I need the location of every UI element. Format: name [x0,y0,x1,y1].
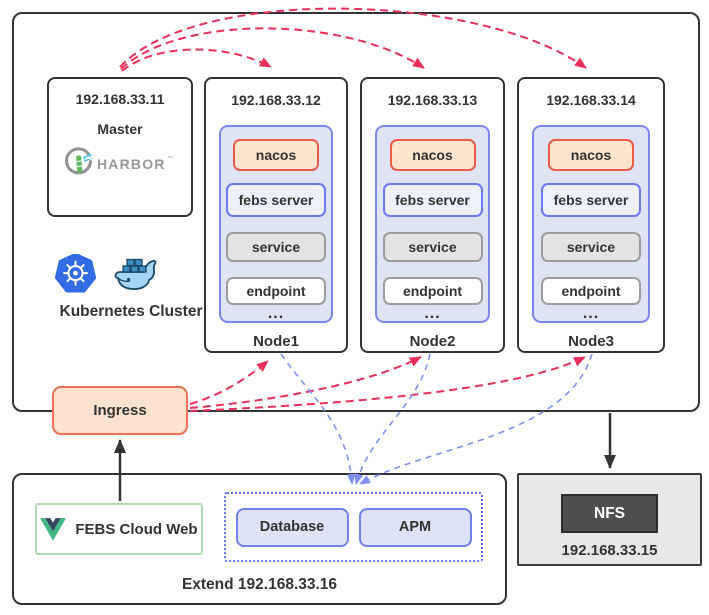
nfs-host-box: NFS 192.168.33.15 [517,473,702,566]
node-ip: 192.168.33.14 [546,92,636,108]
endpoint-box: endpoint [382,277,483,305]
nfs-ip: 192.168.33.15 [561,542,658,559]
database-box: Database [235,507,349,547]
extend-services-container: Database APM [224,492,483,562]
febs-server-box: febs server [226,183,326,217]
nacos-box: nacos [233,139,319,171]
febs-cloud-web-box: FEBS Cloud Web [35,503,203,555]
nacos-box: nacos [548,139,634,171]
nacos-box: nacos [389,139,476,171]
docker-whale-icon [114,258,157,290]
service-box: service [382,232,483,262]
node-name: Node1 [253,333,299,350]
febs-server-box: febs server [541,183,641,217]
service-box: service [541,232,641,262]
node-pod-panel: nacos febs server service endpoint ... [532,125,650,323]
febs-server-box: febs server [382,183,483,217]
harbor-wordmark: HARBOR [97,156,166,172]
node-pod-panel: nacos febs server service endpoint ... [375,125,490,323]
node1-box: 192.168.33.12 nacos febs server service … [204,77,348,353]
node-pod-panel: nacos febs server service endpoint ... [219,125,333,323]
node-ip: 192.168.33.13 [387,92,478,108]
service-box: service [226,232,326,262]
extend-label: Extend 192.168.33.16 [181,576,338,593]
node-name: Node2 [409,333,456,350]
node-ip: 192.168.33.12 [231,92,321,108]
ingress-box: Ingress [52,386,188,435]
febs-cloud-web-label: FEBS Cloud Web [75,520,198,538]
master-node-box: 192.168.33.11 Master HARBOR ™ [47,77,193,217]
cluster-label: Kubernetes Cluster [59,303,203,320]
harbor-lighthouse-icon: HARBOR ™ [65,147,173,175]
ellipsis: ... [267,305,285,322]
ellipsis: ... [424,305,441,322]
kubernetes-icon [55,253,96,292]
vue-logo-icon [40,517,67,541]
master-ip: 192.168.33.11 [75,91,165,107]
master-role-label: Master [97,121,143,137]
endpoint-box: endpoint [541,277,641,305]
cluster-icons-row [55,251,167,297]
nfs-box: NFS [561,494,658,533]
ellipsis: ... [582,305,600,322]
apm-box: APM [358,507,472,547]
node-name: Node3 [568,333,614,350]
node3-box: 192.168.33.14 nacos febs server service … [517,77,665,353]
harbor-trademark: ™ [167,155,173,162]
endpoint-box: endpoint [226,277,326,305]
node2-box: 192.168.33.13 nacos febs server service … [360,77,505,353]
